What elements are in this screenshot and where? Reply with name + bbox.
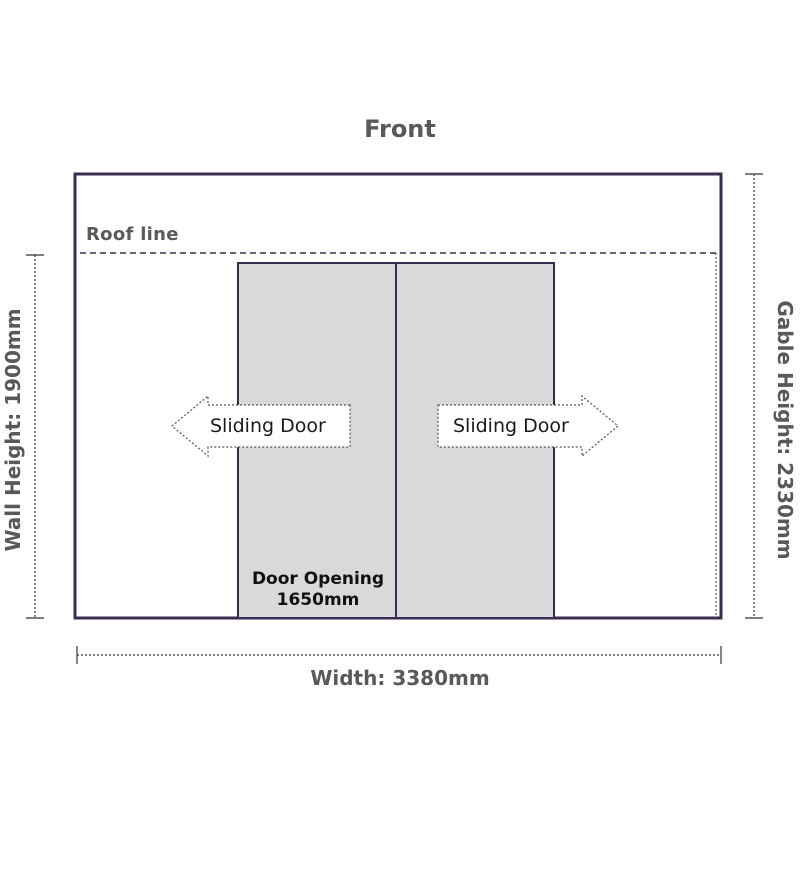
door-opening-title: Door Opening [251,569,385,589]
gable-height-dimension-label: Gable Height: 2330mm [773,300,797,560]
door-opening-label: Door Opening 1650mm [238,569,398,611]
right-sliding-arrow [437,394,619,458]
door-opening-value: 1650mm [276,590,360,610]
diagram-title: Front [364,115,436,143]
roof-line-label: Roof line [86,224,179,245]
left-sliding-door-label: Sliding Door [210,415,326,437]
left-sliding-arrow [171,394,351,458]
right-sliding-door-label: Sliding Door [453,415,569,437]
wall-height-dimension-label: Wall Height: 1900mm [1,308,25,552]
width-dimension-label: Width: 3380mm [310,666,490,690]
